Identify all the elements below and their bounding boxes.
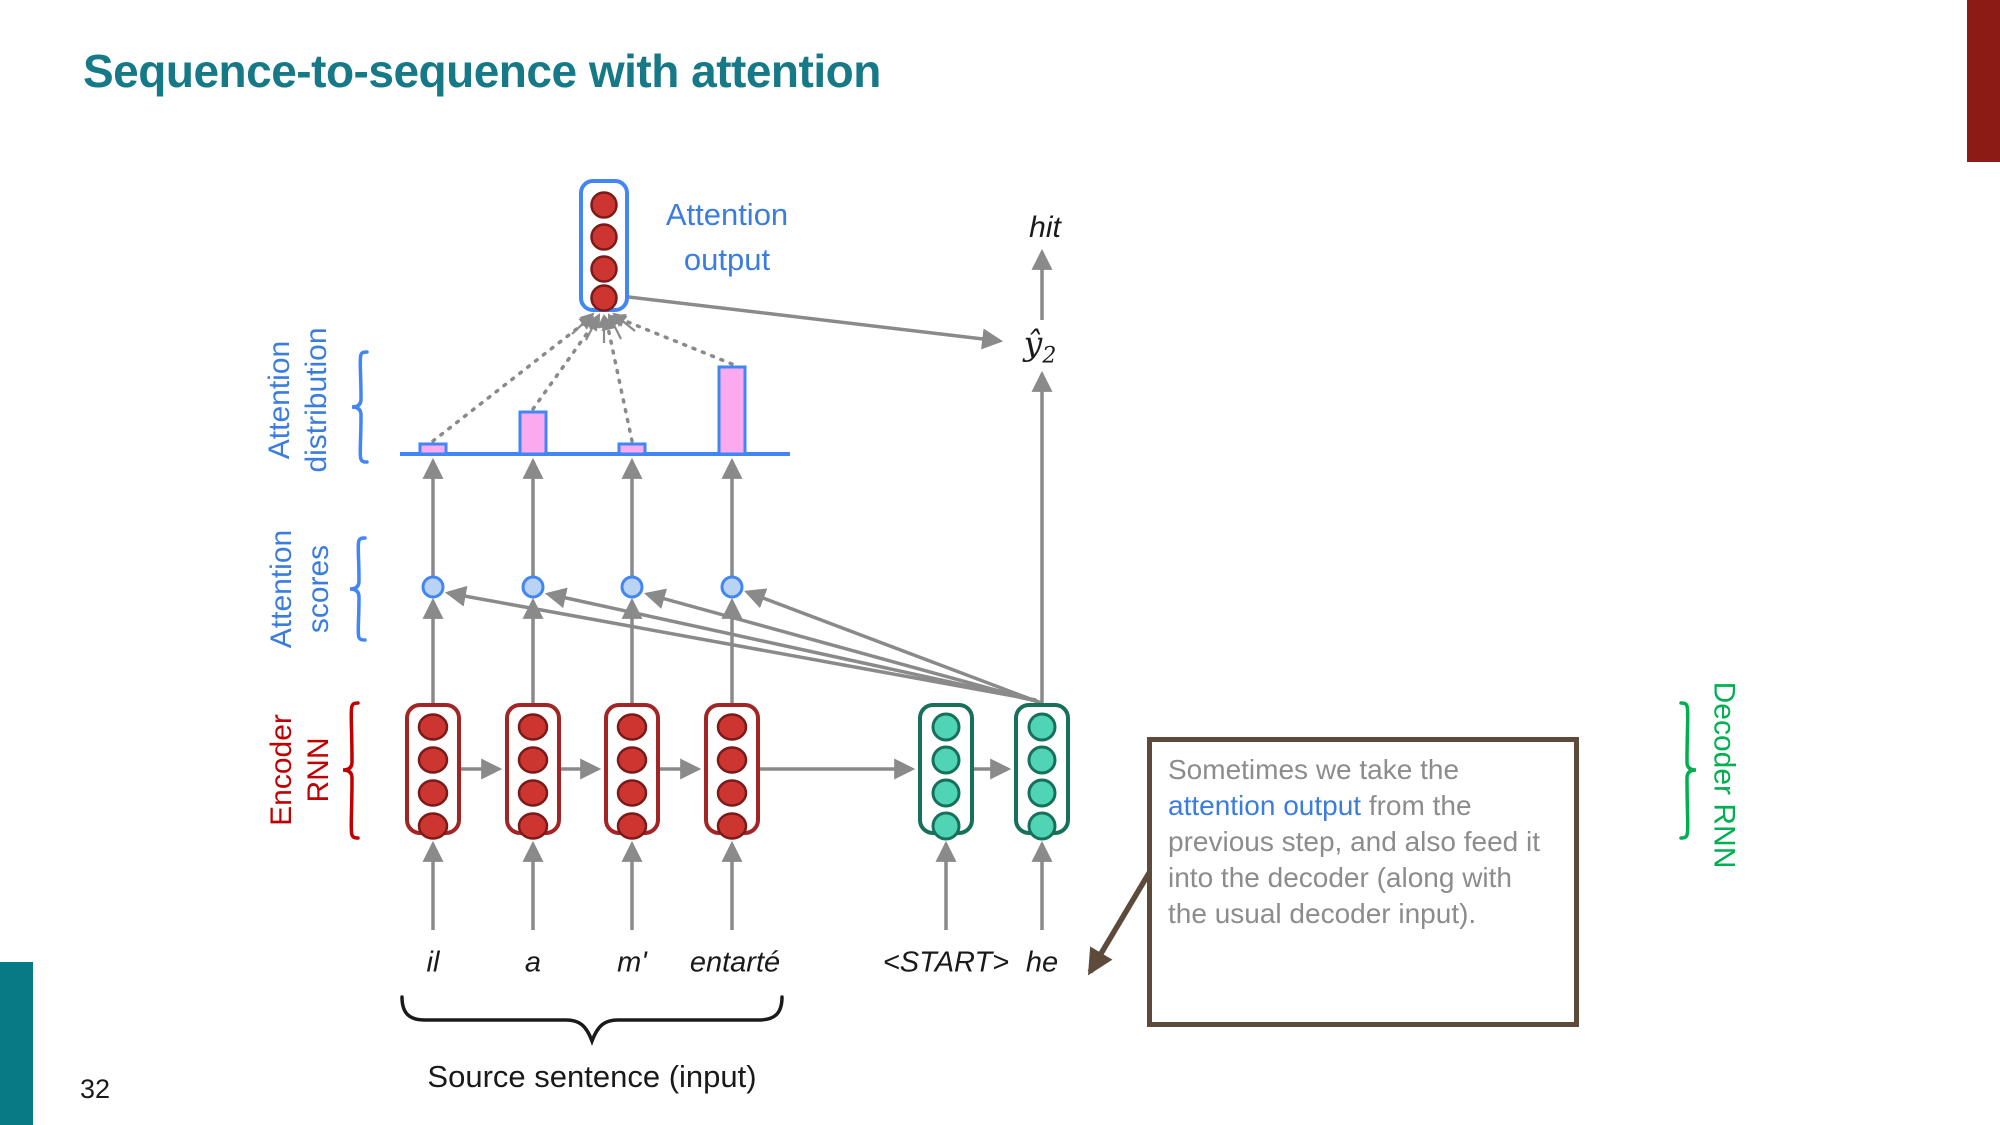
decoder-rnn-label: Decoder RNN [1707, 681, 1741, 869]
source-word-il: il [426, 946, 440, 979]
attention-distribution-bars [418, 365, 747, 456]
score-to-distribution-arrows [422, 457, 743, 577]
source-sentence-caption: Source sentence (input) [427, 1059, 757, 1094]
source-word-a: a [524, 946, 542, 979]
decoder-word-he: he [1025, 946, 1059, 979]
top-right-accent-bar [1967, 0, 2000, 162]
page-title: Sequence-to-sequence with attention [83, 45, 881, 97]
attention-output-to-prediction-arrow [628, 295, 1004, 350]
attention-output-label: Attention output [665, 197, 789, 277]
decoder-brace [1679, 701, 1697, 840]
source-word-m: m' [617, 946, 647, 979]
weighted-sum-dotted-lines [431, 313, 734, 443]
attention-distribution-brace [351, 350, 369, 464]
source-sentence-underbrace [400, 995, 784, 1046]
encoder-brace [342, 701, 360, 840]
note-text-post: from the previous step, and also feed it… [1168, 790, 1541, 929]
attention-scores-brace [349, 536, 367, 642]
attention-score-dots [421, 575, 744, 599]
note-callout-arrow [1087, 866, 1155, 976]
attention-output-box [579, 179, 629, 312]
page-number: 32 [80, 1074, 111, 1104]
decoder-word-start: <START> [882, 946, 1010, 979]
prediction-symbol: ŷ2 [1023, 323, 1057, 369]
source-word-entarte: entarté [689, 946, 781, 979]
bottom-left-accent-bar [0, 962, 33, 1125]
attention-scores-label: Attention scores [265, 529, 335, 649]
decoder-rnn-boxes [918, 703, 1070, 841]
note-text-highlight: attention output [1168, 790, 1362, 821]
encoder-rnn-label: Encoder RNN [265, 714, 335, 826]
attention-distribution-label: Attention distribution [263, 327, 333, 473]
decoder-to-score-arrows [444, 585, 1042, 705]
encoder-rnn-boxes [405, 703, 760, 840]
note-text-pre: Sometimes we take the [1168, 754, 1460, 785]
word-input-arrows [422, 840, 1053, 930]
output-word: hit [1029, 211, 1061, 244]
converge-cluster [571, 312, 636, 343]
note-box: Sometimes we take the attention output f… [1147, 737, 1579, 1027]
